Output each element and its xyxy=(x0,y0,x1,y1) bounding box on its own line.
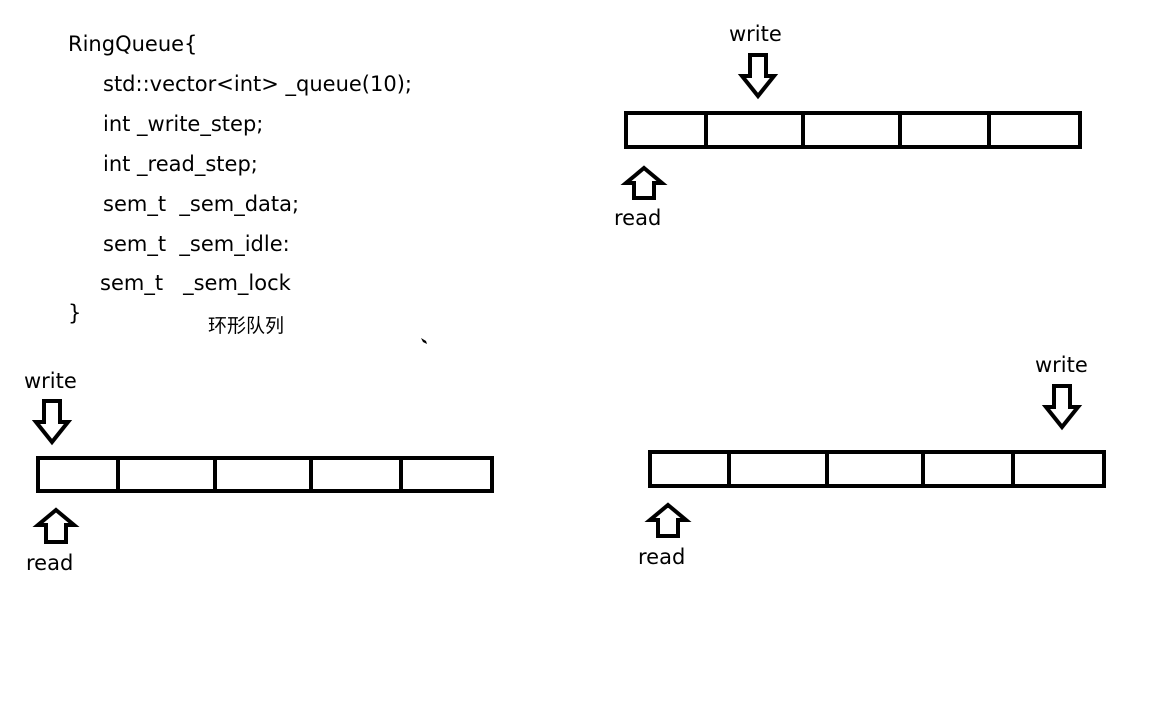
code-line-write-step: int _write_step; xyxy=(103,112,264,136)
queue-2-write-arrow-icon xyxy=(31,399,73,446)
queue-1-read-arrow-icon xyxy=(620,165,668,200)
queue-3-write-label: write xyxy=(1035,353,1088,377)
code-line-queue: std::vector<int> _queue(10); xyxy=(103,72,412,96)
queue-3-write-arrow-icon xyxy=(1041,384,1083,431)
queue-3 xyxy=(648,450,1106,488)
queue-1 xyxy=(624,111,1082,149)
queue-3-read-arrow-icon xyxy=(644,502,692,538)
queue-2-read-arrow-icon xyxy=(32,507,80,544)
queue-3-array xyxy=(648,450,1106,488)
queue-2-array xyxy=(36,456,494,493)
code-line-sem-data: sem_t _sem_data; xyxy=(103,192,300,216)
queue-1-array xyxy=(624,111,1082,149)
queue-1-read-label: read xyxy=(614,206,662,230)
queue-2-read-label: read xyxy=(26,551,74,575)
queue-3-read-label: read xyxy=(638,545,686,569)
queue-2 xyxy=(36,456,494,493)
diagram-caption: 环形队列 xyxy=(208,315,285,337)
queue-2-write-label: write xyxy=(24,369,77,393)
code-line-struct-open: RingQueue{ xyxy=(68,32,198,56)
stray-dot xyxy=(421,338,427,344)
queue-1-write-label: write xyxy=(729,22,782,46)
queue-1-write-arrow-icon xyxy=(737,53,779,100)
code-line-sem-idle: sem_t _sem_idle: xyxy=(103,232,290,256)
code-line-sem-lock: sem_t _sem_lock xyxy=(100,271,291,295)
code-line-struct-close: } xyxy=(68,301,82,325)
code-line-read-step: int _read_step; xyxy=(103,152,258,176)
